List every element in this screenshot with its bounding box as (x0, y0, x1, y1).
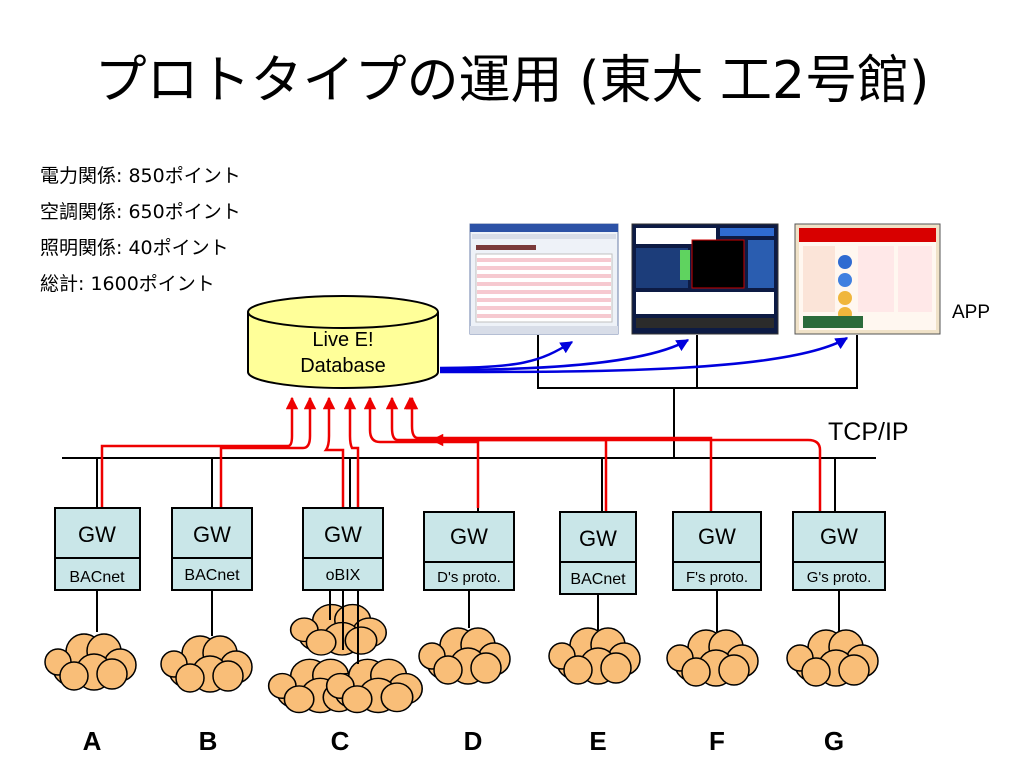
cloud-c-top (289, 603, 387, 656)
gateway-label: GW (579, 526, 617, 551)
gateway-a: GW BACnet (54, 507, 141, 591)
app-label: APP (952, 302, 990, 323)
gateway-bus-drops (96, 458, 836, 512)
point-statistics: 電力関係: 850ポイント 空調関係: 650ポイント 照明関係: 40ポイント… (40, 158, 241, 302)
site-label-b: B (199, 726, 218, 756)
obix-cloud-lines (329, 590, 359, 664)
gateway-label: GW (820, 524, 858, 549)
gateway-label: GW (324, 522, 362, 547)
database: Live E! Database (247, 295, 439, 389)
building-networks (44, 603, 879, 714)
protocol-label: oBIX (326, 567, 361, 584)
gateway-label: GW (450, 524, 488, 549)
cloud-g (786, 629, 879, 687)
site-label-a: A (83, 726, 102, 756)
cloud-e (548, 627, 641, 685)
app-screenshot-energy-display (794, 223, 941, 335)
gateway-b: GW BACnet (171, 507, 253, 591)
site-label-f: F (709, 726, 725, 756)
gateway-c: GW oBIX (302, 507, 384, 591)
gateway-g: GW G's proto. (792, 511, 886, 591)
cloud-f (666, 629, 759, 687)
cloud-b (160, 635, 253, 693)
network-label: TCP/IP (828, 418, 909, 446)
protocol-label: G's proto. (807, 569, 872, 586)
cloud-d (418, 627, 511, 685)
app-connector-lines (537, 335, 858, 458)
gateway-cloud-lines (96, 590, 840, 636)
app-screenshot-monitor (631, 223, 779, 335)
protocol-label: BACnet (184, 567, 240, 584)
gateway-label: GW (698, 524, 736, 549)
cloud-a (44, 633, 137, 691)
stat-hvac: 空調関係: 650ポイント (40, 201, 241, 223)
gateway-label: GW (78, 522, 116, 547)
stat-lighting: 照明関係: 40ポイント (40, 237, 229, 259)
protocol-label: BACnet (570, 571, 626, 588)
app-data-flows (439, 336, 849, 374)
database-name-line2: Database (300, 355, 386, 377)
stat-power: 電力関係: 850ポイント (40, 165, 241, 187)
protocol-label: D's proto. (437, 569, 501, 586)
site-label-e: E (589, 726, 606, 756)
gateway-f: GW F's proto. (672, 511, 762, 591)
database-name-line1: Live E! (312, 329, 373, 351)
gateway-d: GW D's proto. (423, 511, 515, 591)
gateway-data-flows (100, 396, 822, 512)
stat-total: 総計: 1600ポイント (40, 273, 215, 295)
app-screenshot-device-list (469, 223, 619, 335)
site-labels: A B C D E F G (83, 726, 845, 756)
site-label-d: D (464, 726, 483, 756)
gateway-label: GW (193, 522, 231, 547)
gateway-e: GW BACnet (559, 511, 637, 595)
page-title: プロトタイプの運用 (東大 工2号館) (94, 51, 930, 111)
site-label-g: G (824, 726, 844, 756)
site-label-c: C (331, 726, 350, 756)
protocol-label: BACnet (69, 569, 125, 586)
protocol-label: F's proto. (686, 569, 748, 586)
